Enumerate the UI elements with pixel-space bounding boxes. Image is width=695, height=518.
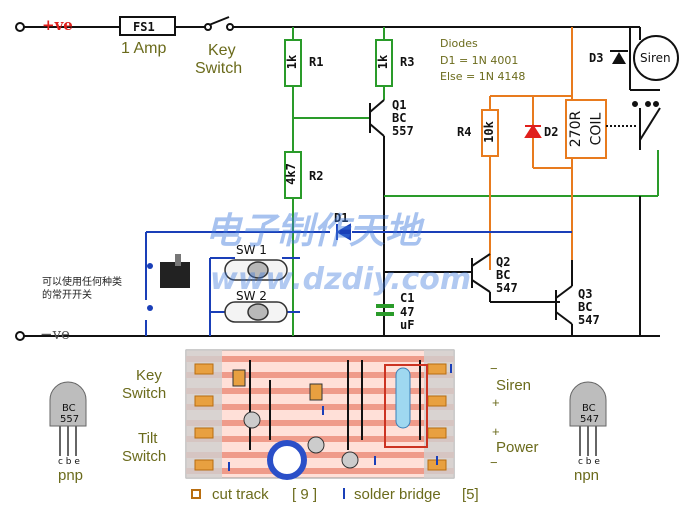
sw2-label: SW 2 <box>236 289 267 303</box>
green-link <box>384 150 659 197</box>
legend-solder-bridge: solder bridge <box>354 486 441 503</box>
q1-num: 557 <box>392 124 414 138</box>
npn-num: 547 <box>580 414 600 425</box>
d3-label: D3 <box>589 51 604 65</box>
r3-branch <box>375 27 393 100</box>
q3-type: BC <box>578 300 593 314</box>
watermark-url: www.dzdiy.com <box>210 262 472 297</box>
legend-cut-count: [ 9 ] <box>292 486 318 503</box>
r4-value: 10k <box>481 121 496 143</box>
d1-diode <box>336 223 351 241</box>
board-power-plus: + <box>492 424 500 439</box>
pnp-package <box>49 381 87 456</box>
solder-bridge-marker <box>343 488 345 499</box>
r2-ref: R2 <box>309 169 324 183</box>
q2-num: 547 <box>496 281 518 295</box>
negative-terminal <box>15 331 25 341</box>
micro-switch <box>147 254 190 311</box>
watermark-cn: 电子制作天地 <box>205 210 422 252</box>
tilt-switch-tubes <box>224 259 288 323</box>
c1-value: 47 <box>400 305 415 319</box>
positive-label: +ve <box>42 16 73 34</box>
diodes-d1: D1 = 1N 4001 <box>440 54 519 67</box>
q2-ref: Q2 <box>496 255 511 269</box>
q1-type: BC <box>392 111 407 125</box>
fuse-ref: FS1 <box>133 20 155 34</box>
key-switch-label-1: Key <box>208 42 236 59</box>
board-siren-plus: + <box>492 395 500 410</box>
coil-name: COIL <box>588 112 605 146</box>
board-tilt-2: Switch <box>122 448 167 465</box>
q3-num: 547 <box>578 313 600 327</box>
board-power-minus: − <box>490 455 498 470</box>
board-key-2: Switch <box>122 385 167 402</box>
board-siren: Siren <box>496 377 532 394</box>
q1-ref: Q1 <box>392 98 407 112</box>
pnp-pins: c b e <box>58 457 80 467</box>
coil-value: 270R <box>568 110 585 148</box>
c1-ref: C1 <box>400 291 415 305</box>
r1-value: 1k <box>285 54 300 70</box>
d2-diode <box>524 124 542 138</box>
npn-type: npn <box>574 467 600 484</box>
relay-contact <box>606 101 661 336</box>
siren-symbol <box>629 27 679 91</box>
fuse-symbol <box>119 16 176 36</box>
r3-ref: R3 <box>400 55 415 69</box>
d1-label: D1 <box>334 211 349 225</box>
orange-wiring <box>481 27 607 270</box>
pnp-label: BC <box>62 403 76 414</box>
stripboard <box>185 349 455 480</box>
positive-rail <box>22 26 641 40</box>
board-key-1: Key <box>136 367 162 384</box>
npn-package <box>569 381 607 456</box>
fuse-rating: 1 Amp <box>121 40 167 57</box>
q2-transistor <box>384 253 560 303</box>
chinese-note-2: 的常开开关 <box>42 290 92 301</box>
cut-track-marker <box>191 489 201 499</box>
d3-diode <box>610 50 628 64</box>
r2-value: 4k7 <box>283 163 298 185</box>
diodes-else: Else = 1N 4148 <box>440 70 526 83</box>
board-tilt-1: Tilt <box>138 430 158 447</box>
positive-terminal <box>15 22 25 32</box>
d2-label: D2 <box>544 125 559 139</box>
c1-capacitor <box>376 304 394 316</box>
board-power: Power <box>496 439 539 456</box>
r4-ref: R4 <box>457 125 472 139</box>
q2-type: BC <box>496 268 511 282</box>
legend-bridge-count: [5] <box>462 486 479 503</box>
diodes-title: Diodes <box>440 37 478 50</box>
negative-label: −ve <box>40 325 70 343</box>
key-switch-label-2: Switch <box>195 60 243 77</box>
siren-label: Siren <box>640 51 671 65</box>
pnp-num: 557 <box>60 414 80 425</box>
sw1-label: SW 1 <box>236 243 267 257</box>
board-siren-minus: − <box>490 361 498 376</box>
key-switch-symbol <box>204 16 234 31</box>
blue-wiring <box>145 231 572 336</box>
q1-transistor <box>369 99 385 336</box>
q3-ref: Q3 <box>578 287 593 301</box>
q3-transistor <box>555 260 573 336</box>
r3-value: 1k <box>376 54 391 70</box>
c1-unit: uF <box>400 318 415 332</box>
pnp-type: pnp <box>58 467 84 484</box>
npn-pins: c b e <box>578 457 600 467</box>
legend-cut-track: cut track <box>212 486 269 503</box>
chinese-note-1: 可以使用任何种类 <box>42 277 122 288</box>
r1-ref: R1 <box>309 55 324 69</box>
npn-label: BC <box>582 403 596 414</box>
